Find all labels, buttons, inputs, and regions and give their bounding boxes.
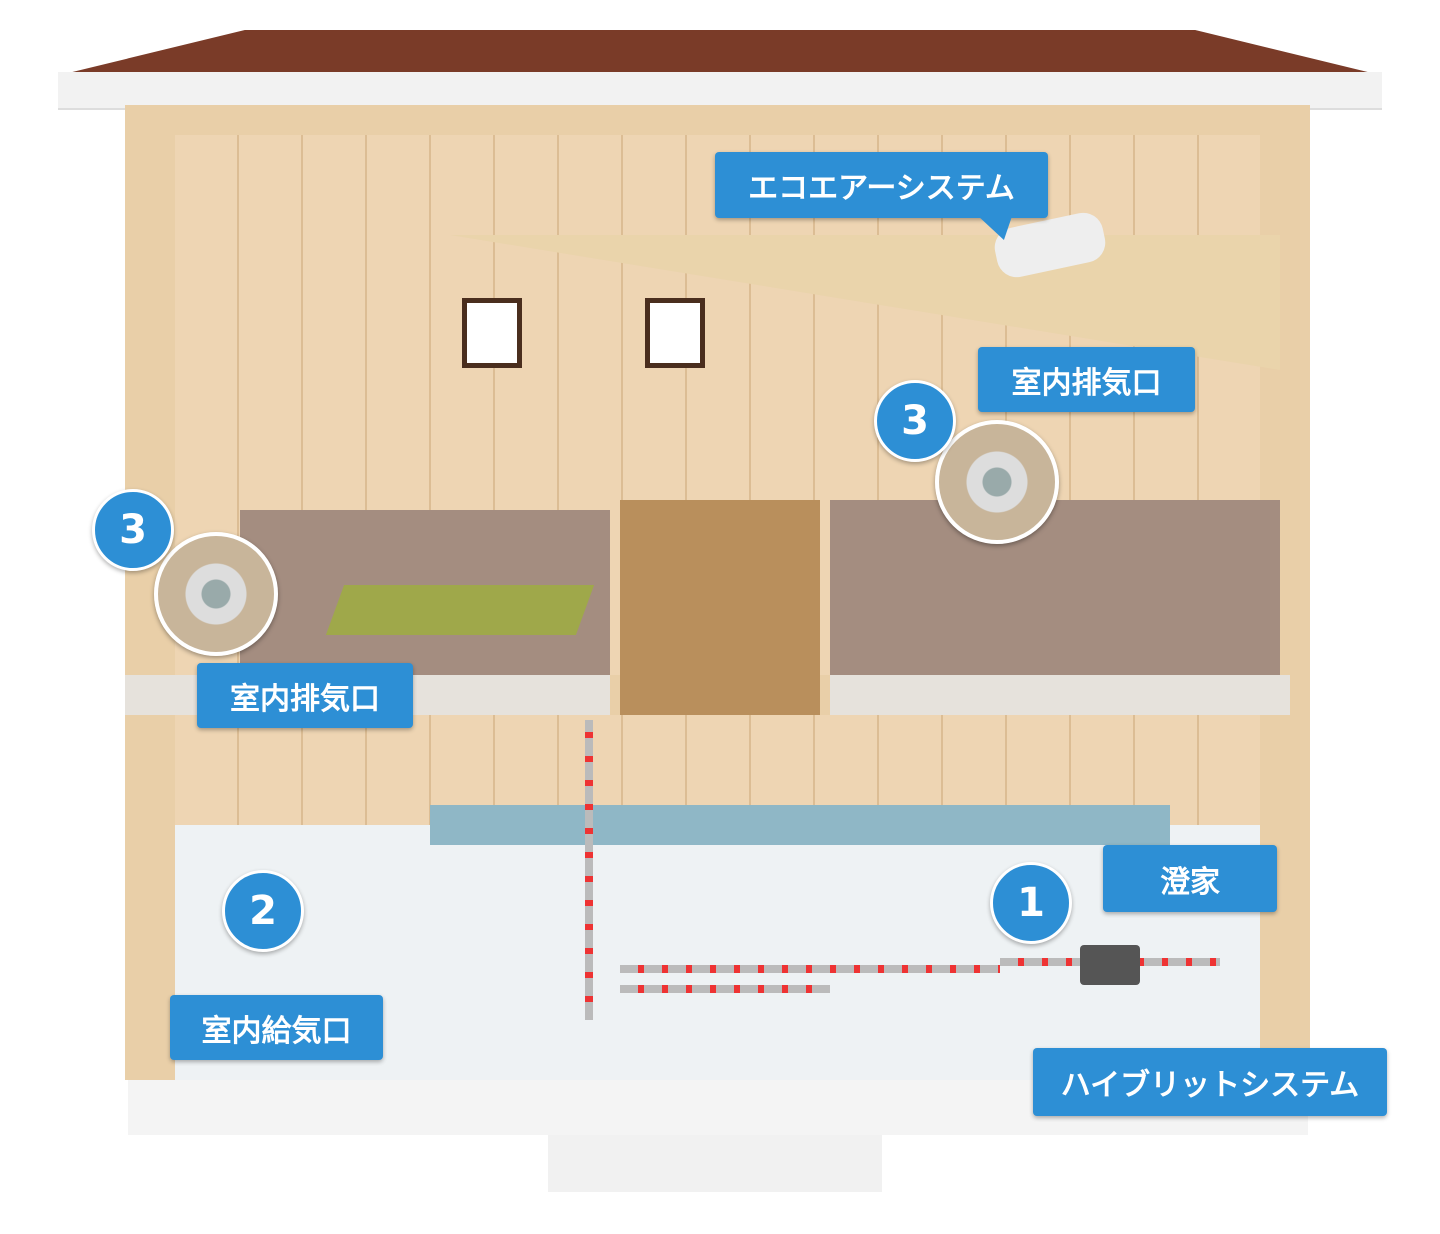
floor-slab <box>830 675 1290 715</box>
indoor-supply-label: 室内給気口 <box>170 995 383 1060</box>
roof <box>60 30 1380 75</box>
eco-air-system-label: エコエアーシステム <box>715 152 1048 218</box>
duct <box>620 965 1000 973</box>
duct <box>620 985 830 993</box>
entrance-step <box>548 1135 882 1192</box>
sumika-label: 澄家 <box>1103 845 1277 912</box>
exhaust-vent-magnifier <box>935 420 1059 544</box>
marker-1: 1 <box>990 862 1072 944</box>
marker-2: 2 <box>222 870 304 952</box>
marker-3: 3 <box>92 489 174 571</box>
exhaust-vent-magnifier <box>154 532 278 656</box>
sumika-unit <box>1080 945 1140 985</box>
marker-3: 3 <box>874 380 956 462</box>
hybrid-system-label: ハイブリットシステム <box>1033 1048 1387 1116</box>
indoor-exhaust-label: 室内排気口 <box>197 663 413 728</box>
second-floor-right <box>830 500 1280 675</box>
window <box>462 298 522 368</box>
indoor-exhaust-label: 室内排気口 <box>978 347 1195 412</box>
floor-insulation <box>430 805 1170 845</box>
bed <box>325 585 595 635</box>
window <box>645 298 705 368</box>
duct <box>585 720 593 1020</box>
